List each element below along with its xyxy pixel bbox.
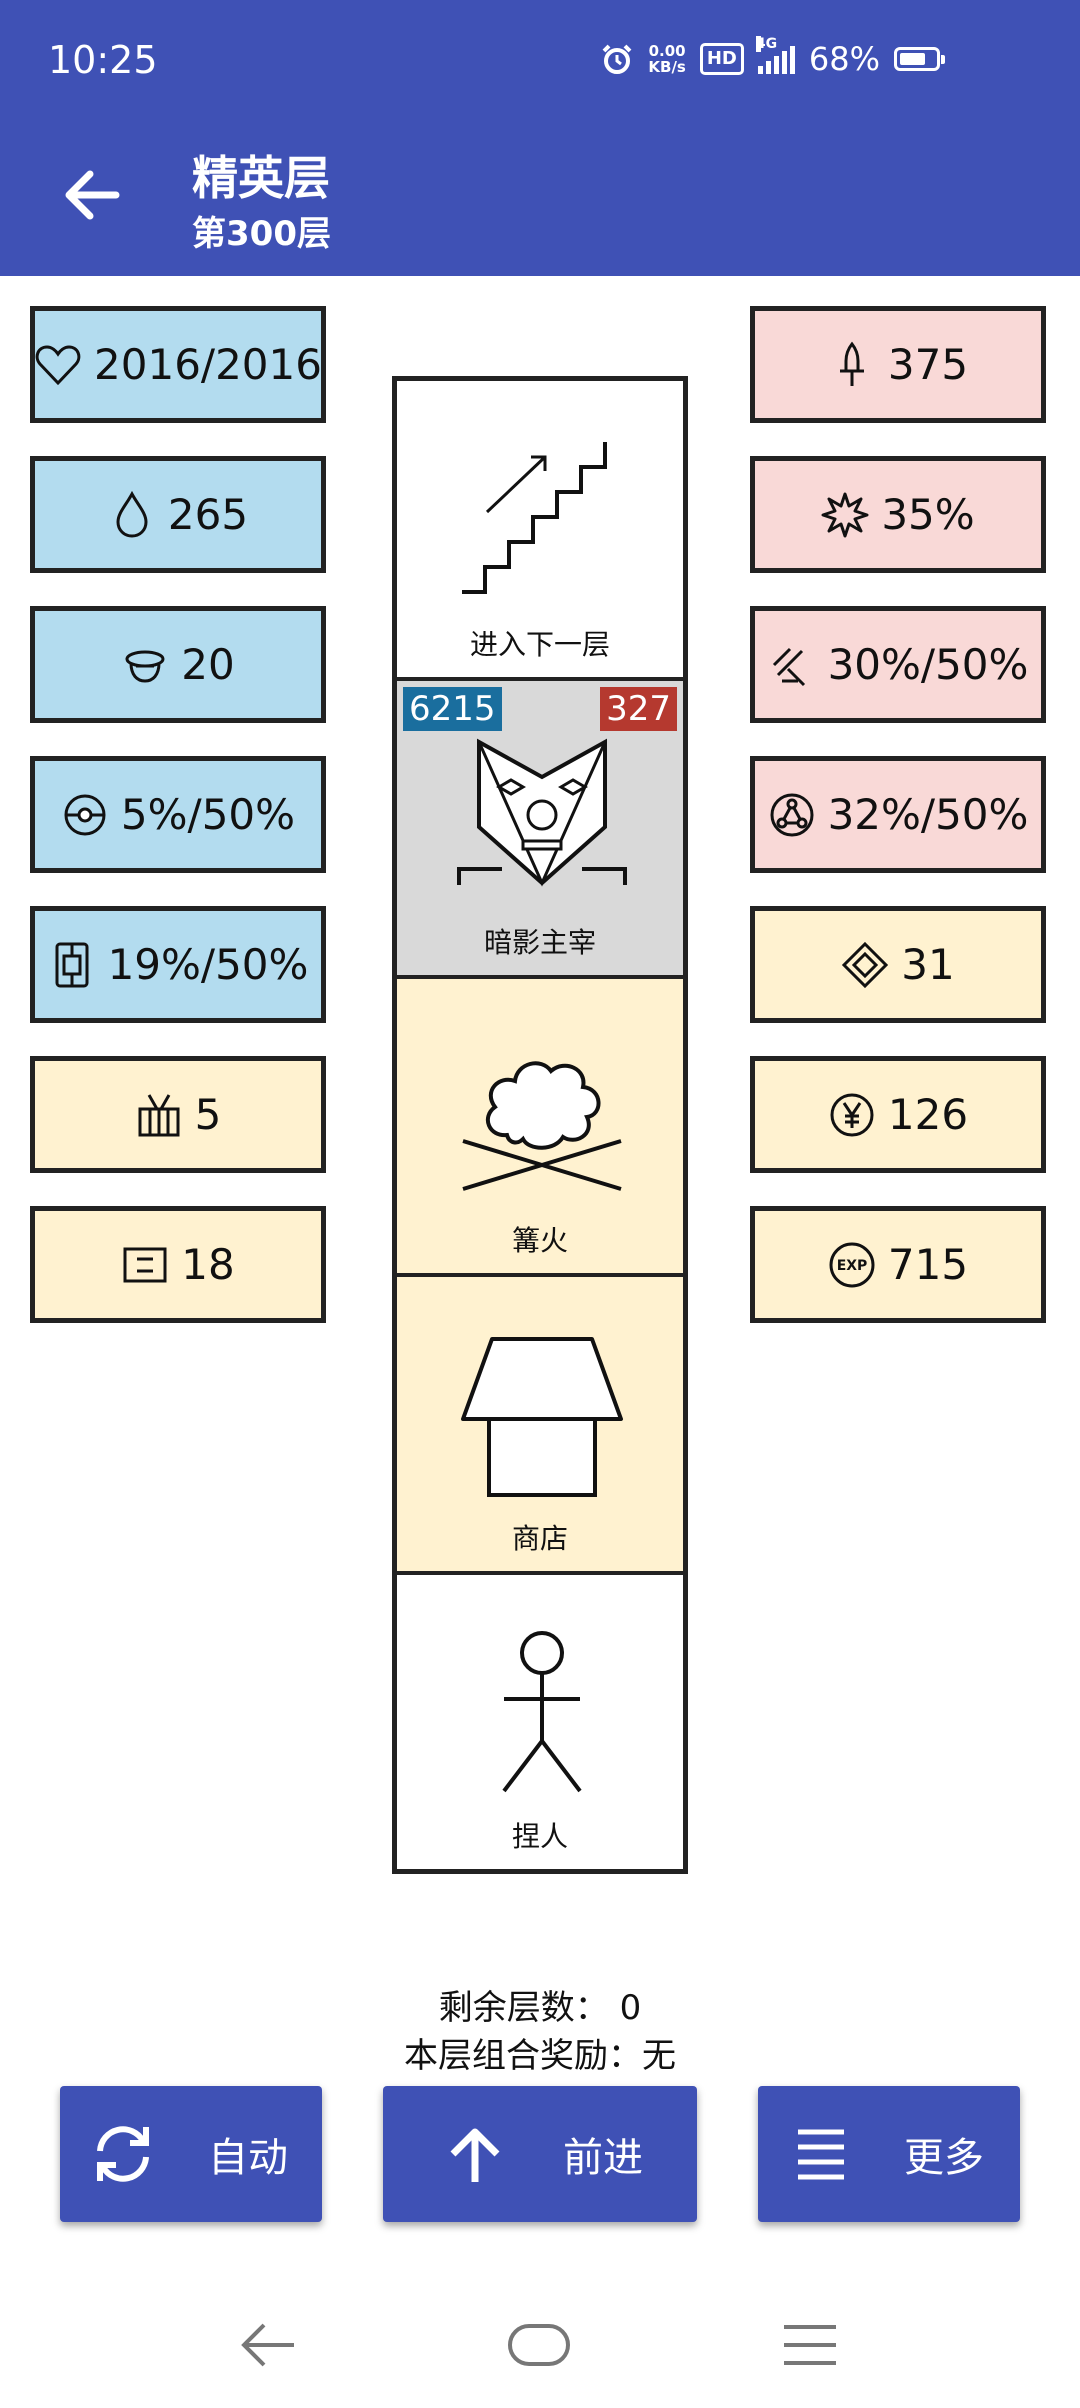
app-bar: 精英层 第300层	[0, 120, 1080, 276]
water-drop-icon	[116, 490, 148, 538]
stat-value: 126	[887, 1090, 969, 1139]
auto-button[interactable]: 自动	[60, 2086, 322, 2222]
battery-icon	[894, 47, 945, 71]
stat-value: 30%/50%	[827, 640, 1029, 689]
stat-value: 32%/50%	[827, 790, 1029, 839]
stat-gem: 31	[750, 906, 1046, 1023]
stat-value: 715	[887, 1240, 969, 1289]
cell-enemy[interactable]: 6215 327 暗影主宰	[397, 681, 683, 979]
stat-value: 19%/50%	[107, 940, 309, 989]
stairs-icon	[462, 442, 607, 594]
stat-attack: 375	[750, 306, 1046, 423]
svg-text:EXP: EXP	[837, 1258, 868, 1274]
stat-value: 5%/50%	[120, 790, 296, 839]
cell-character[interactable]: 捏人	[397, 1575, 683, 1869]
network-type: 4G	[755, 36, 778, 52]
stat-barrier: 19%/50%	[30, 906, 326, 1023]
cell-label: 商店	[511, 1522, 568, 1555]
alarm-icon	[602, 44, 632, 74]
cell-label: 暗影主宰	[483, 926, 596, 959]
stat-exp: EXP 715	[750, 1206, 1046, 1323]
stat-crit: 35%	[750, 456, 1046, 573]
back-arrow-icon[interactable]	[56, 160, 126, 230]
nav-back-icon[interactable]	[238, 2320, 298, 2370]
status-bar: 10:25 0.00 KB/s HD 4G 68%	[0, 0, 1080, 120]
combo-reward: 本层组合奖励：无	[404, 2036, 676, 2076]
campfire-icon	[462, 1061, 622, 1191]
cell-shop[interactable]: 商店	[397, 1277, 683, 1575]
signal-icon: 4G	[755, 36, 795, 74]
yen-coin-icon	[830, 1093, 874, 1136]
floor-subtitle: 第300层	[192, 214, 331, 254]
net-speed-unit: KB/s	[648, 58, 686, 76]
stat-pierce: 30%/50%	[750, 606, 1046, 723]
gem-icon	[842, 941, 889, 988]
more-button[interactable]: 更多	[758, 2086, 1020, 2222]
nav-recents-icon[interactable]	[782, 2322, 838, 2368]
cell-next-floor[interactable]: 进入下一层	[397, 381, 683, 681]
shop-icon	[461, 1337, 623, 1497]
stat-value: 31	[901, 940, 955, 989]
stat-combo: 32%/50%	[750, 756, 1046, 873]
menu-icon	[798, 2129, 844, 2180]
shadow-lord-icon	[457, 738, 627, 887]
cell-campfire[interactable]: 篝火	[397, 979, 683, 1277]
stick-figure-icon	[502, 1631, 582, 1793]
net-speed-value: 0.00	[648, 42, 686, 60]
shield-orb-icon	[64, 794, 106, 835]
stat-value: 375	[887, 340, 969, 389]
cell-label: 进入下一层	[469, 628, 610, 661]
net-speed: 0.00 KB/s	[648, 43, 685, 75]
sword-icon	[839, 341, 864, 386]
cell-label: 篝火	[511, 1224, 568, 1257]
stat-value: 5	[194, 1090, 222, 1139]
system-nav-bar	[0, 2300, 1080, 2408]
card-icon	[123, 1247, 167, 1282]
stat-crate: 5	[30, 1056, 326, 1173]
helmet-icon	[125, 650, 165, 683]
forward-button-label: 前进	[563, 2135, 643, 2181]
stat-gold: 126	[750, 1056, 1046, 1173]
stat-value: 265	[167, 490, 249, 539]
exp-icon: EXP	[829, 1242, 875, 1287]
stat-value: 20	[181, 640, 235, 689]
stat-block: 5%/50%	[30, 756, 326, 873]
stat-value: 2016/2016	[94, 340, 322, 389]
battery-percent: 68%	[808, 40, 880, 78]
arrow-up-icon	[450, 2128, 500, 2182]
page-title: 精英层	[192, 151, 330, 205]
heart-icon	[35, 344, 81, 385]
network-icon	[770, 793, 814, 836]
remaining-floors: 剩余层数： 0	[438, 1988, 642, 2028]
nav-home-icon[interactable]	[506, 2320, 572, 2370]
burst-icon	[821, 492, 869, 537]
stat-hp: 2016/2016	[30, 306, 326, 423]
barrier-icon	[55, 942, 89, 987]
tower-column: 进入下一层 6215 327 暗影主宰 篝火 商店	[392, 376, 688, 1874]
slash-icon	[772, 647, 805, 686]
stat-card: 18	[30, 1206, 326, 1323]
auto-button-label: 自动	[208, 2135, 288, 2181]
more-button-label: 更多	[904, 2135, 984, 2181]
stat-value: 18	[181, 1240, 235, 1289]
status-time: 10:25	[48, 38, 158, 82]
crate-icon	[138, 1093, 180, 1136]
forward-button[interactable]: 前进	[383, 2086, 697, 2222]
stat-value: 35%	[881, 490, 975, 539]
stat-defense: 20	[30, 606, 326, 723]
stat-mp: 265	[30, 456, 326, 573]
hd-badge: HD	[699, 43, 744, 75]
enemy-atk-badge: 327	[600, 687, 677, 731]
cell-label: 捏人	[511, 1820, 568, 1853]
sync-icon	[97, 2126, 149, 2182]
enemy-hp-badge: 6215	[403, 687, 502, 731]
status-icons: 0.00 KB/s HD 4G 68%	[600, 36, 945, 78]
